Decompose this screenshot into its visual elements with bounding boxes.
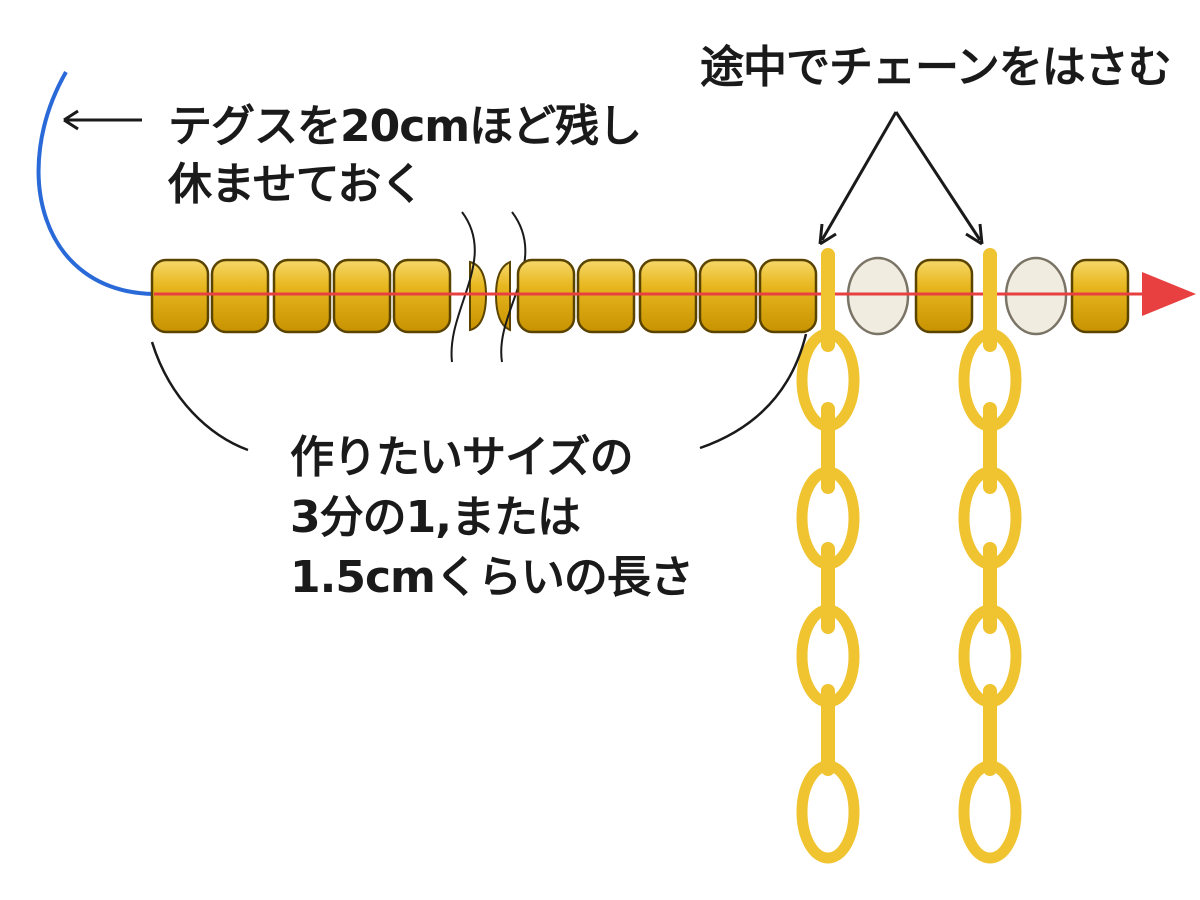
arrowhead-icon bbox=[1142, 272, 1196, 316]
chain-link-vertical bbox=[983, 248, 997, 352]
bead-middle bbox=[914, 258, 974, 334]
tail-note-line-1: テグスを20cmほど残し bbox=[168, 101, 642, 152]
bead-left-1 bbox=[150, 258, 210, 334]
tail-note: テグスを20cmほど残し 休ませておく bbox=[168, 98, 642, 214]
length-note-line-3: 1.5cmくらいの長さ bbox=[290, 552, 694, 603]
break-marks bbox=[450, 211, 527, 363]
bead-end bbox=[1070, 258, 1130, 334]
bead-right-5 bbox=[758, 258, 818, 334]
chain-left bbox=[796, 248, 860, 864]
length-brace bbox=[150, 333, 808, 452]
pearl-bead-2 bbox=[1004, 256, 1068, 336]
chain-link-vertical bbox=[821, 542, 835, 634]
chain-link-vertical bbox=[821, 684, 835, 776]
chain-link-vertical bbox=[983, 684, 997, 776]
bead-left-5 bbox=[392, 258, 452, 334]
chain-pointer-arrows bbox=[818, 111, 984, 246]
pearl-bead-1 bbox=[846, 256, 910, 336]
bead-left-2 bbox=[210, 258, 270, 334]
chain-link-vertical bbox=[821, 402, 835, 494]
bead-group-left bbox=[150, 258, 452, 334]
chain-right bbox=[958, 248, 1022, 864]
length-note: 作りたいサイズの 3分の1,または 1.5cmくらいの長さ bbox=[290, 428, 694, 608]
chain-link-vertical bbox=[983, 542, 997, 634]
bead-right-1 bbox=[516, 258, 576, 334]
chain-link-vertical bbox=[983, 402, 997, 494]
chain-link-oval bbox=[958, 760, 1022, 864]
bead-right-4 bbox=[698, 258, 758, 334]
tail-note-line-2: 休ませておく bbox=[168, 159, 424, 210]
bead-left-3 bbox=[272, 258, 332, 334]
bead-group-right bbox=[516, 258, 818, 334]
chain-link-oval bbox=[796, 760, 860, 864]
length-note-line-2: 3分の1,または bbox=[290, 492, 581, 543]
bead-left-4 bbox=[332, 258, 392, 334]
chain-note: 途中でチェーンをはさむ bbox=[700, 42, 1172, 93]
bead-between-chains bbox=[914, 258, 974, 334]
bead-right-3 bbox=[638, 258, 698, 334]
tail-string bbox=[36, 71, 155, 296]
bead-right-2 bbox=[576, 258, 636, 334]
chain-link-vertical bbox=[821, 248, 835, 352]
bead-end bbox=[1070, 258, 1130, 334]
length-note-line-1: 作りたいサイズの bbox=[290, 432, 634, 483]
left-arrow-icon bbox=[63, 109, 142, 131]
